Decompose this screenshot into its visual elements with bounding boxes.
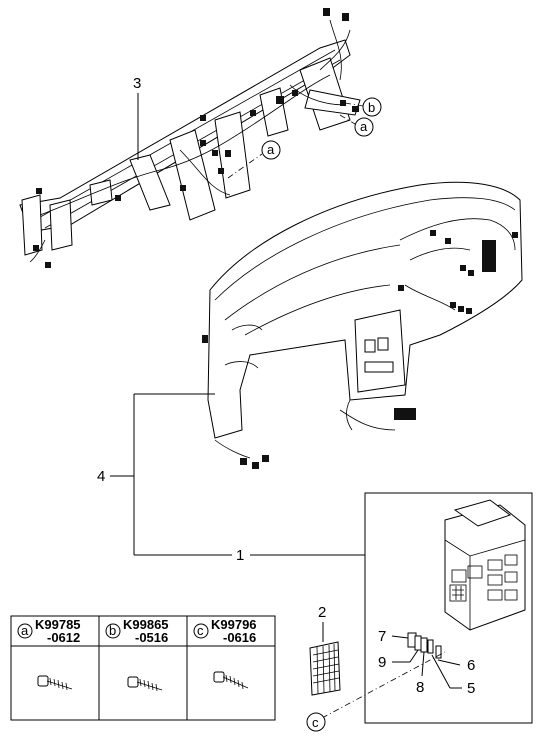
svg-text:a: a bbox=[360, 119, 368, 134]
svg-text:c: c bbox=[312, 715, 319, 730]
svg-text:K99796: K99796 bbox=[211, 617, 257, 632]
crash-pad-dashboard bbox=[202, 181, 523, 469]
screw-callout-b-top: b bbox=[344, 97, 382, 117]
callout-4-bracket bbox=[110, 393, 365, 556]
svg-text:K99865: K99865 bbox=[123, 617, 169, 632]
screw-icon-b bbox=[127, 676, 163, 692]
callout-6: 6 bbox=[467, 657, 475, 674]
callout-7: 7 bbox=[378, 628, 386, 645]
screw-callout-a-mid: a bbox=[227, 140, 281, 179]
table-col-a: a K99785 -0612 bbox=[17, 617, 81, 691]
table-col-b: b K99865 -0516 bbox=[105, 617, 169, 692]
svg-text:b: b bbox=[109, 623, 116, 638]
callout-9: 9 bbox=[378, 654, 386, 671]
junction-box-detail-panel bbox=[364, 492, 533, 724]
screw-callout-c: c bbox=[306, 651, 446, 732]
svg-text:c: c bbox=[197, 623, 204, 638]
screw-icon-c bbox=[213, 671, 249, 690]
svg-text:-0612: -0612 bbox=[47, 630, 80, 645]
svg-text:-0616: -0616 bbox=[223, 630, 256, 645]
callout-2: 2 bbox=[318, 604, 326, 621]
callout-4: 4 bbox=[97, 468, 105, 485]
callout-5: 5 bbox=[467, 680, 475, 697]
fuse-grid bbox=[449, 554, 518, 602]
svg-text:-0516: -0516 bbox=[135, 630, 168, 645]
table-col-c: c K99796 -0616 bbox=[193, 617, 257, 690]
callout-1: 1 bbox=[236, 547, 244, 564]
mesh-pad-part-2 bbox=[309, 622, 341, 696]
crash-pad-support-frame bbox=[19, 8, 361, 268]
callout-8: 8 bbox=[416, 679, 424, 696]
svg-text:K99785: K99785 bbox=[35, 617, 81, 632]
screw-icon-a bbox=[37, 675, 73, 691]
svg-text:b: b bbox=[368, 100, 375, 115]
svg-text:a: a bbox=[21, 623, 29, 638]
svg-text:a: a bbox=[267, 142, 275, 157]
callout-3: 3 bbox=[133, 75, 141, 92]
screw-callout-a-top: a bbox=[339, 114, 374, 137]
screw-table: a K99785 -0612 b K99865 -0516 c bbox=[10, 615, 276, 721]
